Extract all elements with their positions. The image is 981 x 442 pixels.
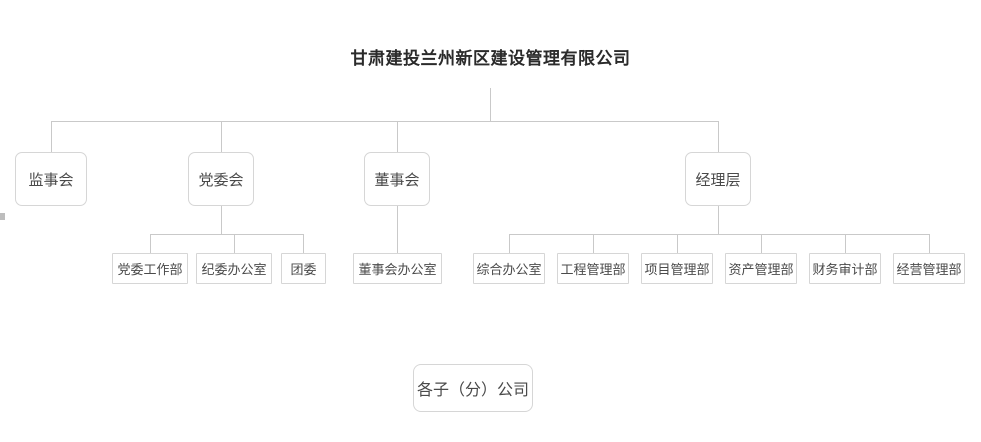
connector-drop-gongcheng-guanlibu: [593, 234, 594, 253]
node-label: 资产管理部: [728, 262, 794, 277]
connector-level2-bus: [51, 121, 719, 122]
node-label: 董事会办公室: [358, 262, 437, 277]
connector-drop-dangweihui: [221, 121, 222, 152]
node-dangweihui[interactable]: 党委会: [188, 152, 254, 206]
node-label: 工程管理部: [560, 262, 626, 277]
connector-drop-dangwei-gongzuobu: [150, 234, 151, 253]
node-label: 项目管理部: [644, 262, 710, 277]
node-zonghe-bangongshi[interactable]: 综合办公室: [473, 253, 545, 284]
page-title: 甘肃建投兰州新区建设管理有限公司: [350, 49, 631, 68]
node-label: 经营管理部: [896, 262, 962, 277]
connector-drop-jingying-guanlibu: [929, 234, 930, 253]
node-dongshihui-bangongshi[interactable]: 董事会办公室: [353, 253, 442, 284]
node-jiwei-bangongshi[interactable]: 纪委办公室: [196, 253, 272, 284]
connector-drop-xiangmu-guanlibu: [677, 234, 678, 253]
connector-drop-zichan-guanlibu: [761, 234, 762, 253]
node-label: 财务审计部: [812, 262, 878, 277]
connector-drop-dongshihui: [397, 121, 398, 152]
connector-dangweihui-bus: [150, 234, 304, 235]
connector-drop-jianshihui: [51, 121, 52, 152]
edge-artifact: [0, 213, 5, 220]
node-label: 党委会: [198, 171, 244, 189]
node-caiwu-shenjibu[interactable]: 财务审计部: [809, 253, 881, 284]
connector-drop-jiwei-bangongshi: [234, 234, 235, 253]
node-dangwei-gongzuobu[interactable]: 党委工作部: [112, 253, 188, 284]
connector-dangweihui-stem: [221, 206, 222, 234]
node-label: 董事会: [374, 171, 420, 189]
node-subsidiary-companies[interactable]: 各子（分）公司: [413, 364, 533, 412]
node-label: 纪委办公室: [201, 262, 267, 277]
node-jinglizeng[interactable]: 经理层: [685, 152, 751, 206]
node-label: 经理层: [695, 171, 741, 189]
node-jianshihui[interactable]: 监事会: [15, 152, 87, 206]
node-label: 综合办公室: [476, 262, 542, 277]
node-label: 监事会: [28, 171, 74, 189]
connector-root-stem: [490, 88, 491, 122]
node-label: 党委工作部: [117, 262, 183, 277]
connector-jinglizeng-bus: [509, 234, 930, 235]
node-jingying-guanlibu[interactable]: 经营管理部: [893, 253, 965, 284]
node-zichan-guanlibu[interactable]: 资产管理部: [725, 253, 797, 284]
connector-drop-jinglizeng: [718, 121, 719, 152]
node-label: 团委: [290, 262, 317, 277]
node-xiangmu-guanlibu[interactable]: 项目管理部: [641, 253, 713, 284]
node-dongshihui[interactable]: 董事会: [364, 152, 430, 206]
connector-dongshihui-stem: [397, 206, 398, 253]
connector-drop-caiwu-shenjibu: [845, 234, 846, 253]
connector-drop-zonghe-bangongshi: [509, 234, 510, 253]
node-label: 各子（分）公司: [416, 382, 529, 399]
node-tuanwei[interactable]: 团委: [281, 253, 326, 284]
connector-drop-tuanwei: [303, 234, 304, 253]
connector-jinglizeng-stem: [718, 206, 719, 234]
node-gongcheng-guanlibu[interactable]: 工程管理部: [557, 253, 629, 284]
